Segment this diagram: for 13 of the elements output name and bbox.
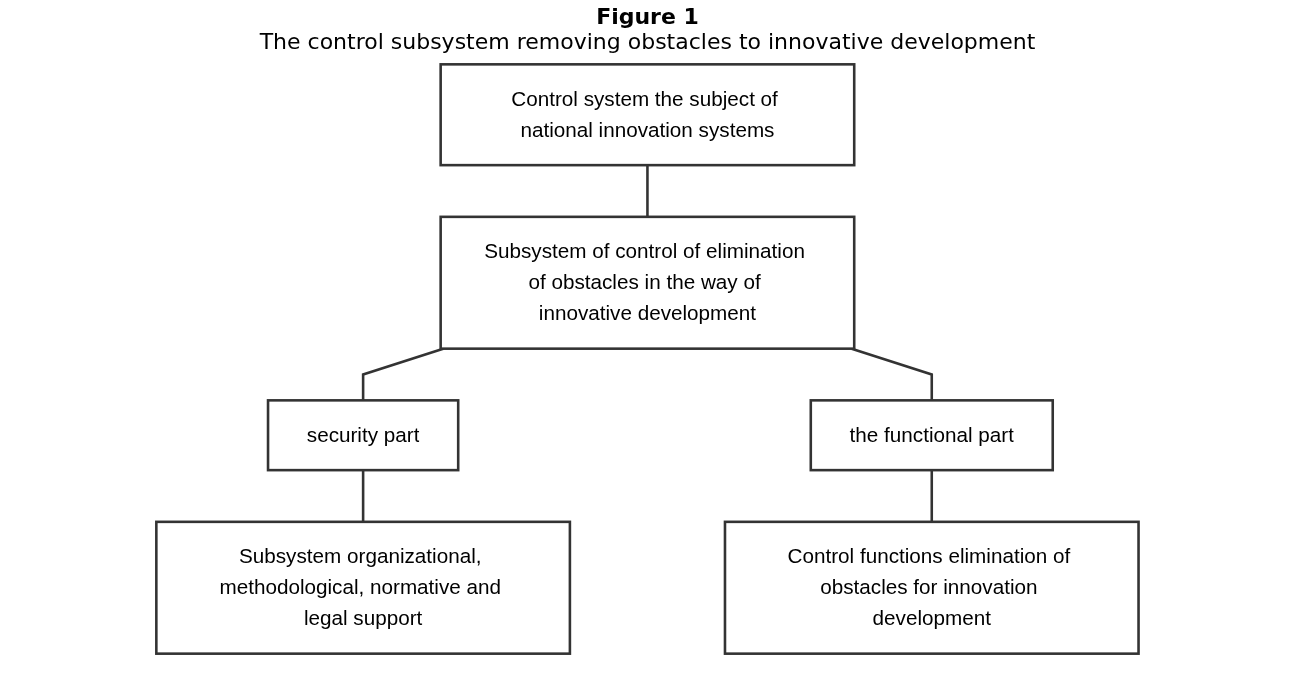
node-box: Subsystem organizational, methodological, normative and legal support bbox=[155, 520, 572, 655]
node-box: Control system the subject of national innovation systems bbox=[439, 63, 856, 167]
figure-caption: The control subsystem removing obstacles to innovative development bbox=[259, 29, 1036, 54]
connector bbox=[930, 470, 934, 522]
connector bbox=[851, 347, 934, 401]
connector bbox=[646, 165, 649, 217]
node-box: Control functions elimination of obstacles for innovation development bbox=[723, 520, 1140, 655]
node-box: the functional part bbox=[809, 399, 1055, 472]
figure-title: Figure 1 bbox=[596, 4, 699, 29]
node-box: Subsystem of control of elimination of obstacles in the way of innovative development bbox=[439, 215, 856, 350]
connector bbox=[361, 470, 365, 522]
node-box: security part bbox=[266, 399, 460, 472]
connector bbox=[361, 347, 444, 401]
